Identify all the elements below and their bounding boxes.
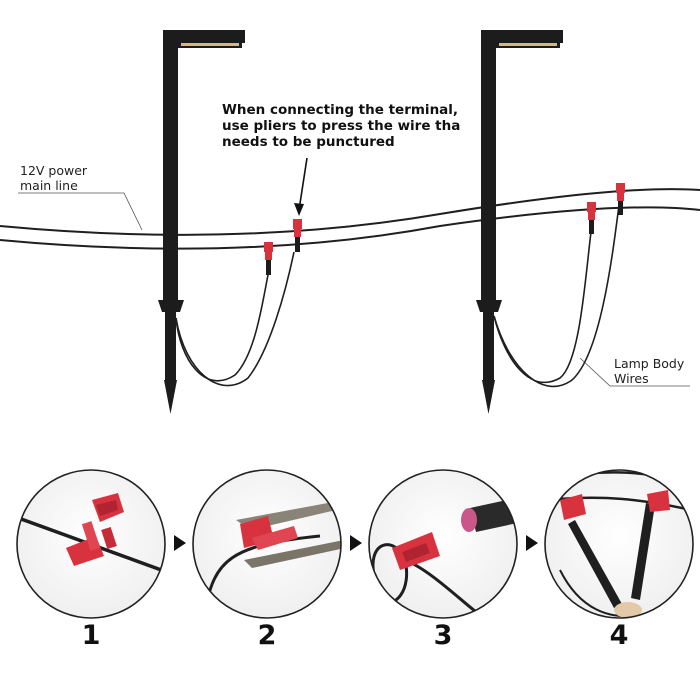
step-number-3: 3 (433, 620, 453, 651)
led-strip-right (499, 43, 557, 46)
connector-right-a (587, 202, 596, 234)
lamp-fixture-right (476, 30, 563, 414)
led-strip-left (181, 43, 239, 46)
lamp-wires-leader (579, 357, 690, 387)
connector-left-b (293, 219, 302, 252)
main-power-line-strand (0, 206, 700, 250)
lamp-wire-left-a (175, 274, 269, 382)
main-line-leader (18, 192, 143, 231)
connector-left-a (264, 242, 273, 275)
callout-arrow (298, 157, 308, 211)
callout-line-2: use pliers to press the wire tha (222, 118, 461, 134)
main-line-label-line-1: 12V power (20, 163, 88, 178)
main-line-label: 12V power main line (20, 163, 87, 193)
step-arrow-2 (350, 535, 362, 551)
step-3-photo (368, 469, 518, 619)
lamp-wire-right-b (493, 204, 620, 388)
step-number-1: 1 (81, 620, 101, 651)
step-arrow-1 (174, 535, 186, 551)
main-line-label-line-2: main line (20, 178, 78, 193)
lamp-wires-label-line-1: Lamp Body (614, 356, 685, 371)
lamp-wire-right-a (493, 231, 592, 384)
step-4-photo (544, 469, 694, 619)
connector-right-b (616, 183, 625, 215)
callout-line-3: needs to be punctured (222, 134, 395, 150)
callout-line-1: When connecting the terminal, (222, 102, 459, 118)
step-number-4: 4 (609, 620, 629, 651)
step-number-2: 2 (257, 620, 277, 651)
step-1-photo (16, 469, 166, 619)
callout-instruction: When connecting the terminal, use pliers… (222, 102, 482, 150)
step-arrow-3 (526, 535, 538, 551)
lamp-wires-label-line-2: Wires (614, 371, 649, 386)
step-2-photo (192, 469, 342, 619)
lamp-fixture-left (158, 30, 245, 414)
lamp-wires-label: Lamp Body Wires (614, 356, 684, 386)
lamp-wire-left-b (175, 251, 295, 387)
